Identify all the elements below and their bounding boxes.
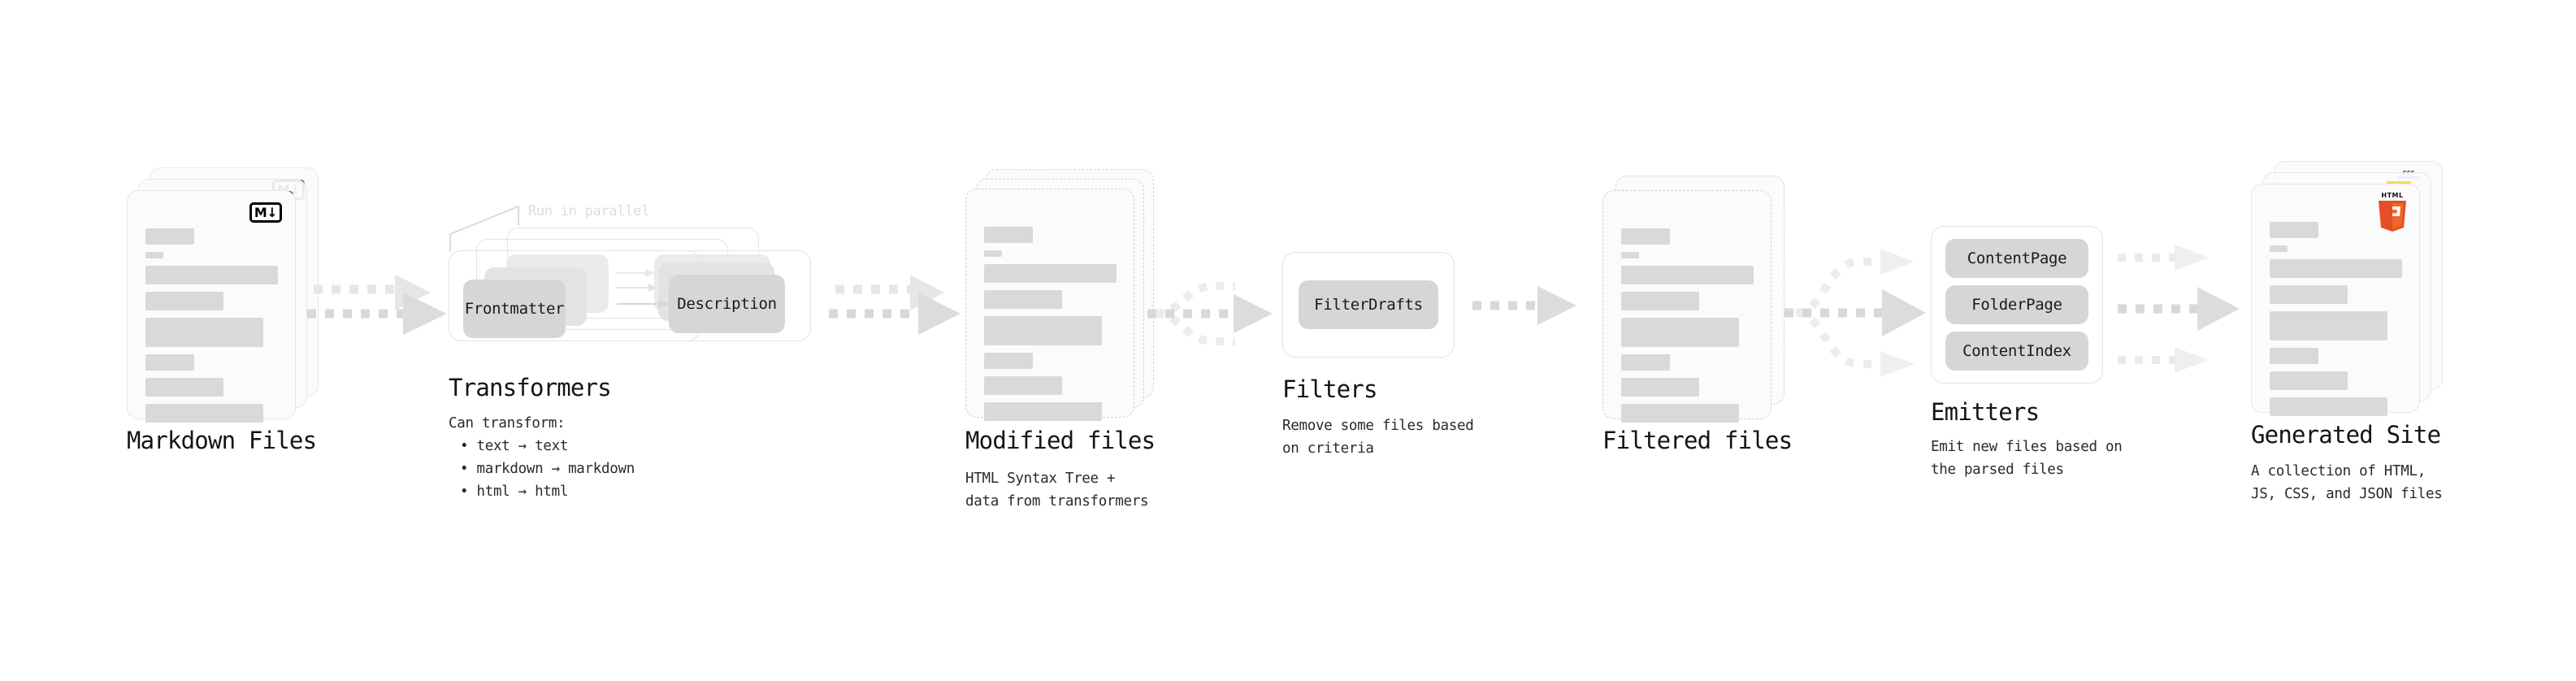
skeleton-line [2270, 311, 2387, 340]
modified-file-card-front [965, 189, 1134, 421]
markdown-file-card-front: M↓ [127, 190, 296, 423]
transformer-pill-description[interactable]: Description [669, 275, 785, 333]
emitters-subtitle: Emit new files based on the parsed files [1931, 439, 2123, 478]
transformers-bullet-0: • text → text [460, 438, 569, 454]
card-skeleton [984, 227, 1119, 428]
emitters-title: Emitters [1931, 398, 2040, 426]
filters-subtitle: Remove some files based on criteria [1282, 418, 1474, 457]
skeleton-line [145, 292, 223, 310]
emitter-pill-contentpage[interactable]: ContentPage [1945, 239, 2088, 278]
card-skeleton [2270, 222, 2405, 423]
skeleton-line [2270, 245, 2288, 252]
connector-filtered-to-emitters [1785, 249, 1926, 377]
generated-site-card-front: HTML [2251, 184, 2420, 416]
skeleton-line [145, 266, 278, 284]
emitter-pill-contentindex[interactable]: ContentIndex [1945, 332, 2088, 371]
skeleton-line [984, 402, 1102, 421]
skeleton-line [145, 404, 263, 423]
skeleton-line [984, 316, 1102, 345]
skeleton-line [145, 378, 223, 397]
run-in-parallel-label: Run in parallel [528, 203, 650, 219]
run-in-parallel-bracket [449, 205, 519, 252]
filter-pill-filterdrafts[interactable]: FilterDrafts [1299, 280, 1438, 329]
connector-transformers-to-modified [829, 275, 961, 335]
skeleton-line [1621, 292, 1699, 310]
skeleton-line [984, 227, 1033, 243]
generated-site-title: Generated Site [2251, 421, 2441, 449]
transformers-bullet-1: • markdown → markdown [460, 461, 635, 477]
modified-files-subtitle: HTML Syntax Tree + data from transformer… [965, 471, 1149, 510]
skeleton-line [984, 353, 1033, 369]
html5-badge-icon: HTML [2377, 192, 2408, 232]
html5-badge-glyph: HTML [2377, 192, 2408, 232]
connector-modified-to-filters [1147, 282, 1273, 345]
modified-files-title: Modified files [965, 427, 1156, 454]
filtered-files-title: Filtered files [1602, 427, 1793, 454]
skeleton-line [2270, 397, 2387, 416]
filters-title: Filters [1282, 375, 1377, 403]
connector-emitters-to-site [2118, 245, 2240, 373]
emitter-pill-folderpage[interactable]: FolderPage [1945, 285, 2088, 324]
skeleton-line [2270, 285, 2348, 304]
skeleton-line [984, 264, 1117, 283]
generated-site-subtitle: A collection of HTML, JS, CSS, and JSON … [2251, 463, 2443, 502]
connector-filters-to-filtered [1472, 286, 1576, 325]
skeleton-line [984, 250, 1002, 257]
transformers-panel-frame [449, 250, 811, 341]
skeleton-line [1621, 318, 1739, 347]
transformer-pill-frontmatter[interactable]: Frontmatter [463, 280, 566, 338]
transformers-subtitle: Can transform: [449, 415, 566, 432]
skeleton-line [2270, 371, 2348, 390]
skeleton-line [1621, 404, 1739, 423]
skeleton-line [1621, 252, 1639, 258]
connector-md-to-transformers [307, 275, 447, 335]
card-skeleton [145, 228, 280, 430]
skeleton-line [1621, 228, 1670, 245]
html5-badge-word: HTML [2381, 192, 2404, 199]
filtered-file-card-front [1602, 190, 1772, 423]
skeleton-line [2270, 348, 2318, 364]
markdown-badge-glyph-3: M↓ [249, 202, 282, 223]
skeleton-line [2270, 222, 2318, 238]
transformers-title: Transformers [449, 374, 612, 401]
skeleton-line [1621, 266, 1754, 284]
skeleton-line [984, 290, 1062, 309]
skeleton-line [1621, 354, 1670, 371]
skeleton-line [145, 228, 194, 245]
transformers-bullet-2: • html → html [460, 484, 569, 500]
transformer-inner-arrows [614, 269, 670, 308]
skeleton-line [145, 318, 263, 347]
skeleton-line [1621, 378, 1699, 397]
markdown-files-title: Markdown Files [127, 427, 317, 454]
skeleton-line [145, 252, 163, 258]
skeleton-line [145, 354, 194, 371]
markdown-badge-icon-3: M↓ [249, 202, 282, 223]
skeleton-line [2270, 259, 2402, 278]
card-skeleton [1621, 228, 1756, 430]
skeleton-line [984, 376, 1062, 395]
